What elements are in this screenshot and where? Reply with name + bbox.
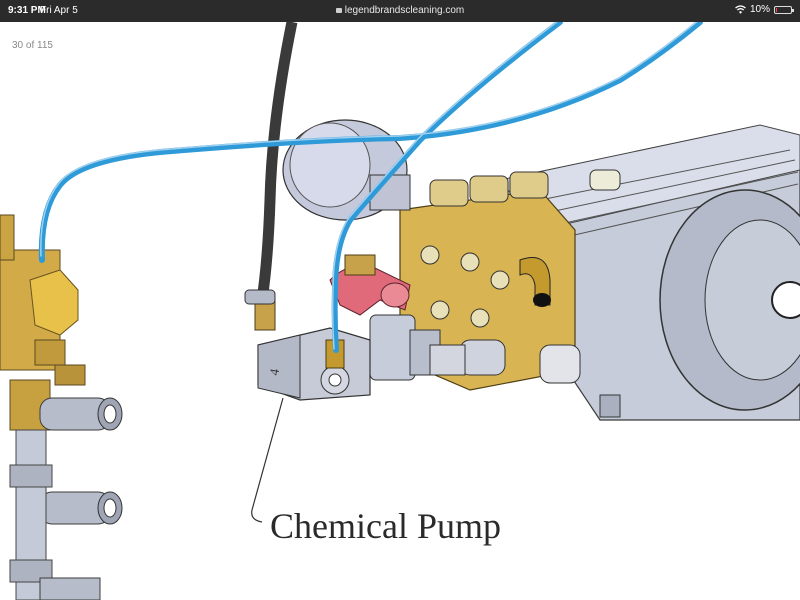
battery-percent: 10% (749, 4, 770, 15)
page-counter: 30 of 115 (12, 40, 53, 51)
address-bar[interactable]: legendbrandscleaning.com (0, 5, 800, 16)
bypass-fitting (329, 254, 411, 316)
lock-icon (335, 8, 342, 13)
wifi-icon (735, 5, 746, 14)
status-date: Fri Apr 5 (40, 5, 78, 16)
chemical-pump-label: Chemical Pump (270, 506, 501, 546)
status-right: 10% (735, 4, 794, 15)
status-time: 9:31 PM (8, 5, 46, 16)
dark-hose (256, 22, 298, 301)
pressure-washer-pump-diagram: 4 (0, 22, 800, 600)
blue-hoses (38, 22, 703, 353)
label-leader-line (251, 397, 284, 523)
url-text: legendbrandscleaning.com (344, 5, 465, 16)
status-bar: 9:31 PM Fri Apr 5 legendbrandscleaning.c… (0, 0, 800, 22)
battery-icon (774, 5, 794, 14)
pump-head (399, 171, 581, 391)
svg-text:4: 4 (266, 367, 282, 376)
quick-couplers (9, 397, 123, 600)
